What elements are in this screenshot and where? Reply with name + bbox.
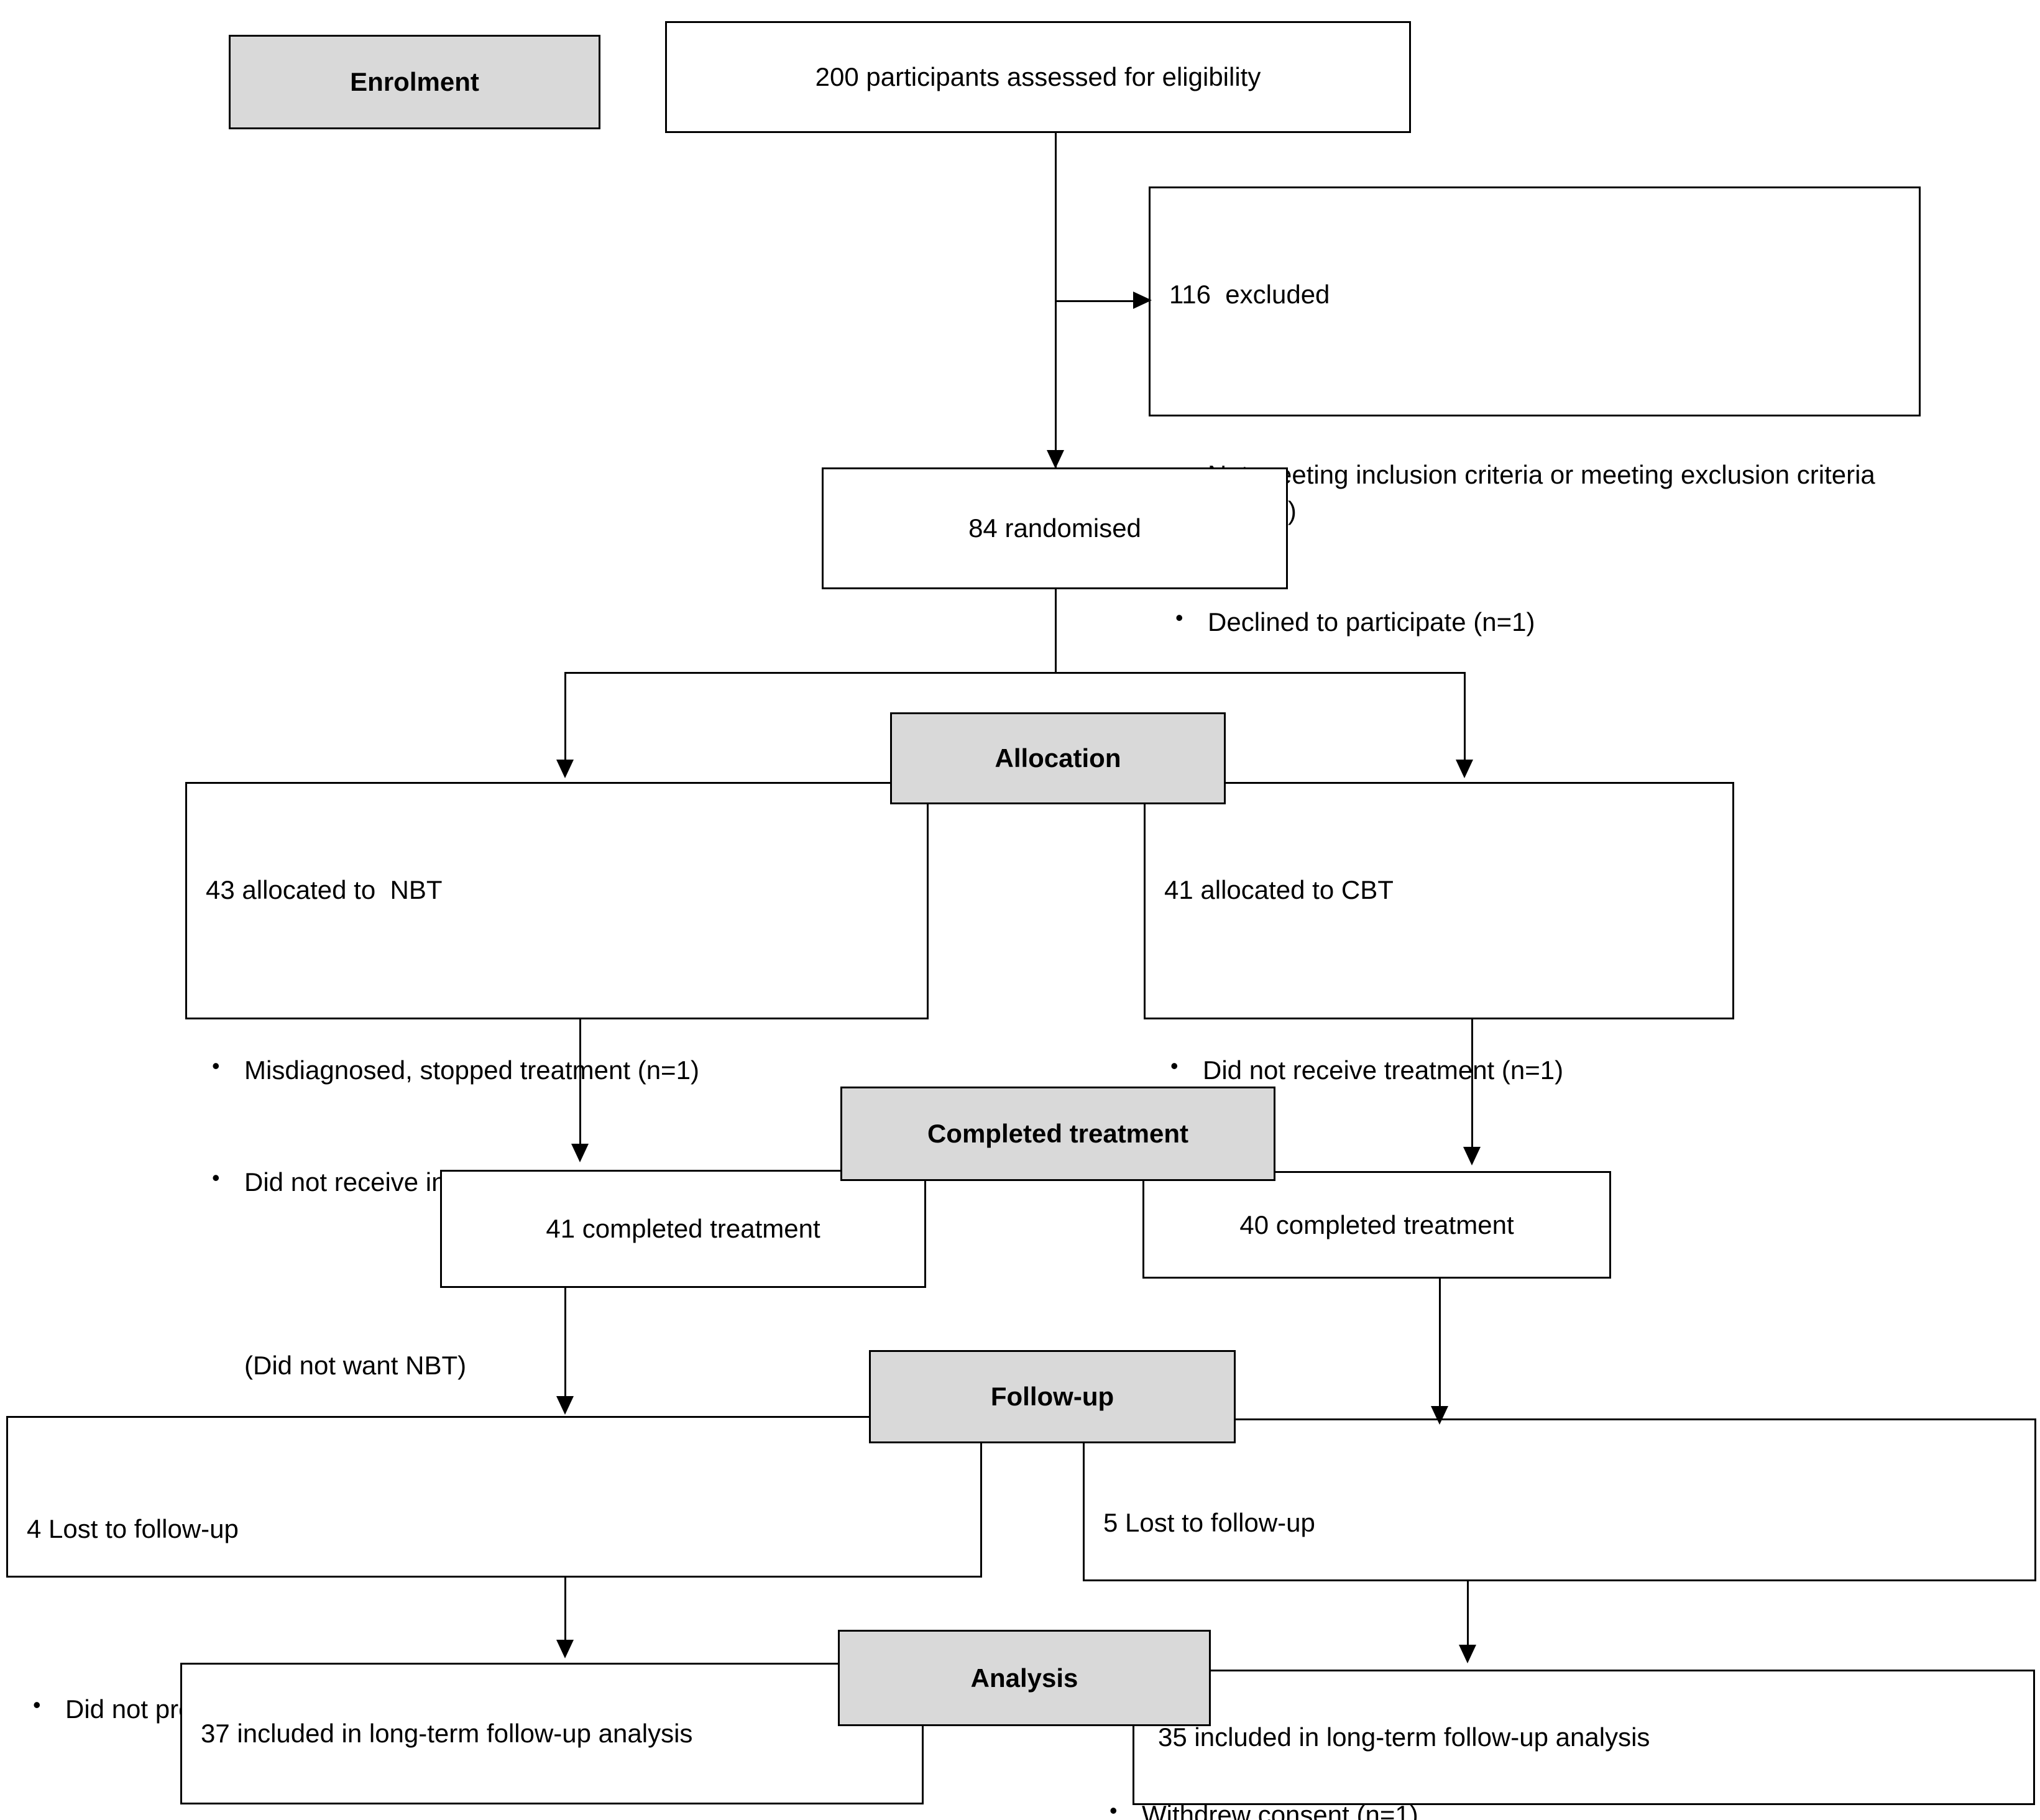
arrow-to-completed-left: [571, 1144, 589, 1162]
assessed-text: 200 participants assessed for eligibilit…: [815, 62, 1261, 92]
connector-split-left: [564, 672, 566, 766]
arrow-to-completed-right: [1463, 1147, 1481, 1165]
arrow-to-allocated-left: [556, 760, 574, 778]
analysed-left-text: 37 included in long-term follow-up analy…: [201, 1719, 693, 1749]
node-allocated-cbt: 41 allocated to CBT Did not receive trea…: [1144, 782, 1734, 1268]
list-item: Misdiagnosed, stopped treatment (n=1): [206, 1051, 912, 1088]
connector-completed-left-to-lost: [564, 1288, 566, 1402]
connector-completed-right-to-lost: [1439, 1279, 1441, 1412]
stage-label-analysis: Analysis: [970, 1663, 1078, 1693]
node-analysed-right: 35 included in long-term follow-up analy…: [1133, 1670, 2035, 1805]
stage-label-follow-up: Follow-up: [990, 1382, 1114, 1411]
arrow-to-randomised: [1047, 450, 1064, 469]
stage-banner-analysis: Analysis: [838, 1630, 1211, 1726]
allocated-right-reason-list: Did not receive treatment (n=1): [1164, 980, 1714, 1164]
node-assessed-for-eligibility: 200 participants assessed for eligibilit…: [665, 21, 1411, 133]
connector-lost-right-to-analysis: [1467, 1581, 1469, 1650]
connector-randomised-down: [1055, 589, 1057, 674]
arrow-to-lost-right: [1431, 1406, 1448, 1425]
stage-banner-completed-treatment: Completed treatment: [840, 1087, 1275, 1181]
allocated-left-heading: 43 allocated to NBT: [206, 875, 443, 904]
node-completed-left: 41 completed treatment: [440, 1170, 926, 1288]
stage-banner-enrolment: Enrolment: [229, 35, 600, 129]
connector-to-excluded: [1055, 300, 1142, 302]
completed-right-text: 40 completed treatment: [1239, 1210, 1514, 1239]
lost-left-heading: 4 Lost to follow-up: [27, 1514, 239, 1543]
node-allocated-nbt: 43 allocated to NBT Misdiagnosed, stoppe…: [185, 782, 929, 1380]
allocated-right-heading: 41 allocated to CBT: [1164, 875, 1394, 904]
node-completed-right: 40 completed treatment: [1142, 1171, 1611, 1279]
arrow-to-analysis-left: [556, 1640, 574, 1658]
node-excluded: 116 excluded Not meeting inclusion crite…: [1149, 186, 1921, 637]
excluded-heading: 116 excluded: [1169, 279, 1330, 309]
list-item: Declined to participate (n=1): [1169, 603, 1898, 640]
stage-label-enrolment: Enrolment: [350, 67, 479, 96]
node-randomised: 84 randomised: [822, 467, 1288, 589]
stage-banner-follow-up: Follow-up: [869, 1350, 1236, 1443]
arrow-to-lost-left: [556, 1396, 574, 1415]
connector-split-right: [1464, 672, 1466, 766]
stage-banner-allocation: Allocation: [890, 712, 1226, 804]
node-analysed-left: 37 included in long-term follow-up analy…: [180, 1663, 924, 1804]
list-item: Did not receive treatment (n=1): [1164, 1051, 1725, 1088]
arrow-to-excluded: [1133, 292, 1152, 309]
connector-allocation-split: [564, 672, 1466, 674]
lost-right-heading: 5 Lost to follow-up: [1103, 1507, 1315, 1537]
stage-label-completed-treatment: Completed treatment: [927, 1119, 1189, 1148]
stage-label-allocation: Allocation: [995, 743, 1121, 773]
randomised-text: 84 randomised: [968, 513, 1141, 543]
connector-allocated-right-to-completed: [1471, 1019, 1473, 1153]
completed-left-text: 41 completed treatment: [546, 1214, 820, 1244]
connector-allocated-left-to-completed: [579, 1019, 581, 1150]
arrow-to-analysis-right: [1459, 1645, 1476, 1663]
connector-lost-left-to-analysis: [564, 1578, 566, 1645]
node-lost-to-follow-up-left: 4 Lost to follow-up Did not provide pers…: [6, 1416, 982, 1724]
analysed-right-text: 35 included in long-term follow-up analy…: [1158, 1722, 1650, 1752]
arrow-to-allocated-right: [1456, 760, 1473, 778]
allocated-left-note: (Did not want NBT): [244, 1351, 467, 1381]
